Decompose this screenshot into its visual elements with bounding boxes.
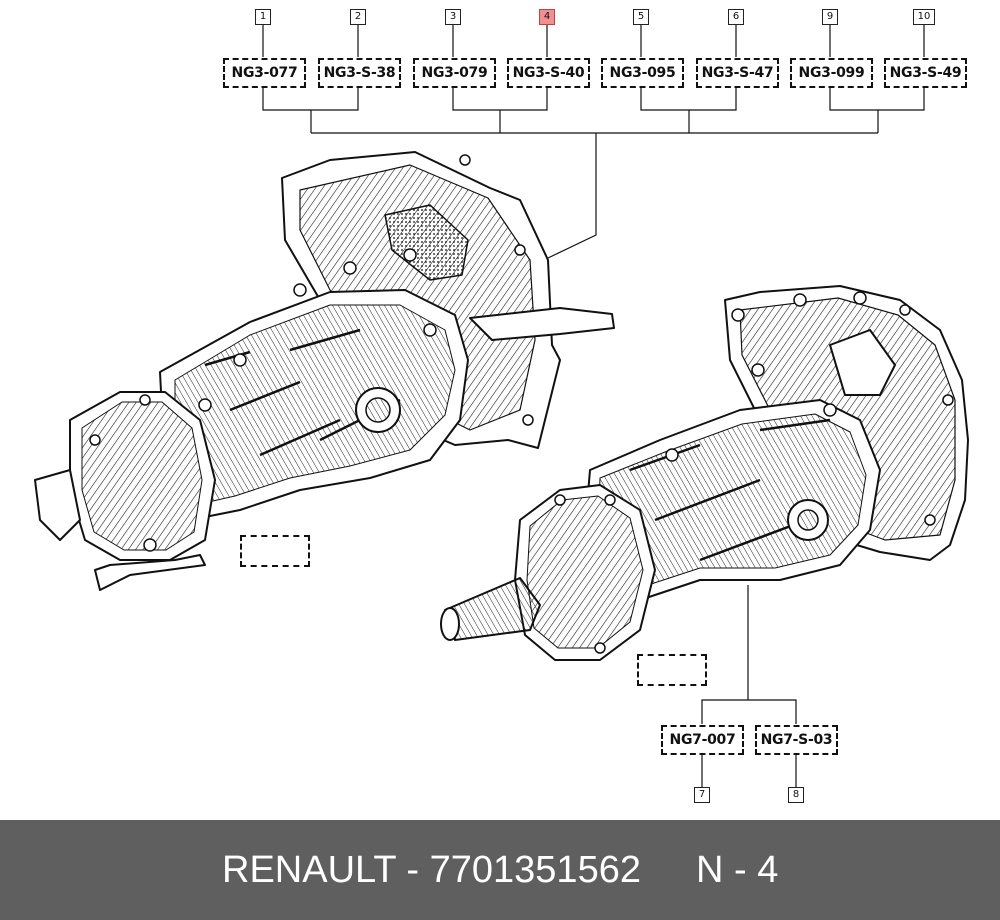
callout-number-1[interactable]: 1 xyxy=(255,9,271,25)
gearbox-illustration xyxy=(34,24,969,787)
callout-leader-lines xyxy=(262,24,925,787)
blank-callout-left xyxy=(240,535,310,567)
blank-callout-right xyxy=(637,654,707,686)
callout-number-6[interactable]: 6 xyxy=(728,9,744,25)
gearbox-right xyxy=(440,285,969,661)
part-code-ng7-s-03[interactable]: NG7-S-03 xyxy=(755,725,838,755)
part-code-ng3-099[interactable]: NG3-099 xyxy=(790,58,873,88)
callout-number-2[interactable]: 2 xyxy=(350,9,366,25)
part-code-ng3-s-49[interactable]: NG3-S-49 xyxy=(884,58,967,88)
callout-number-9[interactable]: 9 xyxy=(822,9,838,25)
position-label: N - 4 xyxy=(696,849,779,891)
part-code-ng3-077[interactable]: NG3-077 xyxy=(223,58,306,88)
callout-number-5[interactable]: 5 xyxy=(633,9,649,25)
part-code-ng3-079[interactable]: NG3-079 xyxy=(413,58,496,88)
part-code-ng7-007[interactable]: NG7-007 xyxy=(661,725,744,755)
gearbox-left xyxy=(34,151,615,591)
callout-number-8[interactable]: 8 xyxy=(788,787,804,803)
part-code-ng3-s-40[interactable]: NG3-S-40 xyxy=(507,58,590,88)
callout-number-4[interactable]: 4 xyxy=(539,9,555,25)
footer-bar: RENAULT - 7701351562 N - 4 xyxy=(0,820,1000,920)
callout-number-10[interactable]: 10 xyxy=(913,9,935,25)
part-code-ng3-095[interactable]: NG3-095 xyxy=(601,58,684,88)
callout-number-3[interactable]: 3 xyxy=(445,9,461,25)
part-code-ng3-s-47[interactable]: NG3-S-47 xyxy=(696,58,779,88)
part-number-label: RENAULT - 7701351562 xyxy=(222,849,641,891)
part-code-ng3-s-38[interactable]: NG3-S-38 xyxy=(318,58,401,88)
callout-number-7[interactable]: 7 xyxy=(694,787,710,803)
